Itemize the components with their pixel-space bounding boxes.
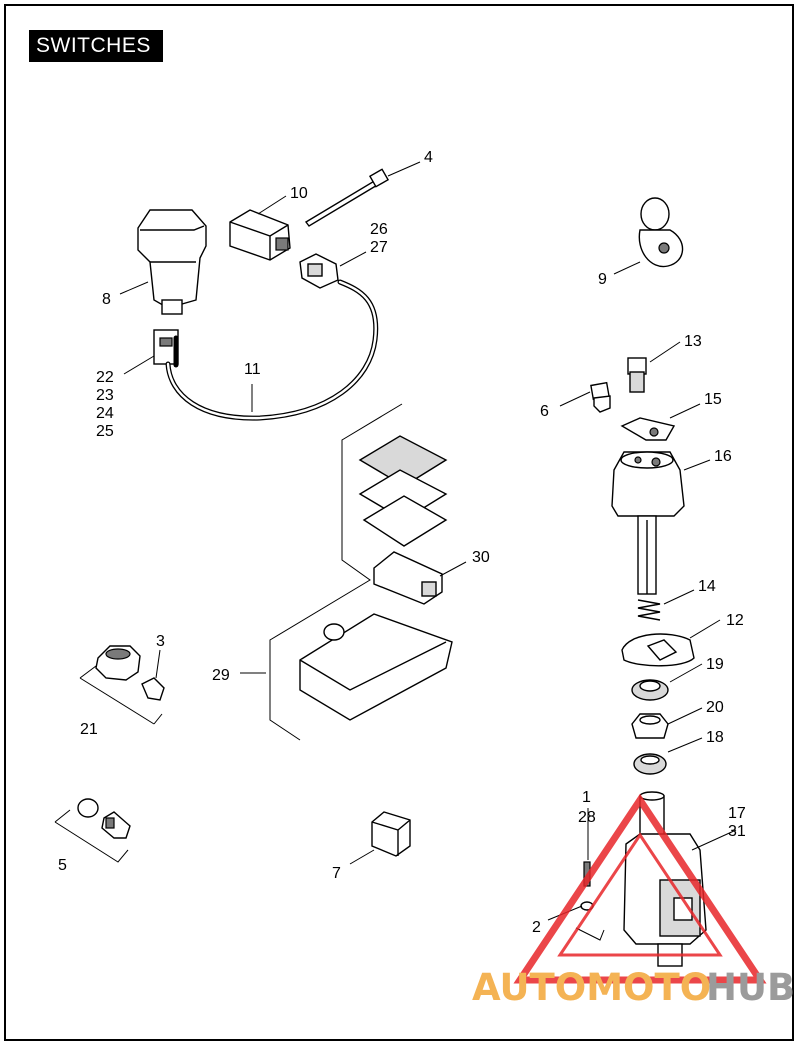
callout-11: 11 — [244, 361, 261, 378]
callout-6: 6 — [540, 403, 549, 420]
page-title: SWITCHES — [29, 30, 163, 62]
part-15-plate — [620, 417, 676, 441]
callout-9: 9 — [598, 271, 607, 288]
callout-23: 23 — [96, 387, 114, 404]
callout-18: 18 — [706, 729, 724, 746]
leader-lines — [119, 161, 737, 921]
part-8-switch-housing — [137, 209, 207, 315]
callouts: 4 10 26 27 8 9 11 22 23 24 25 13 6 15 16… — [58, 149, 746, 936]
part-7-relay — [371, 811, 411, 857]
part-5-switch — [77, 798, 131, 839]
part-14-spring — [637, 599, 661, 621]
part-20-collar — [631, 713, 669, 739]
part-4-cable-tie — [304, 168, 390, 227]
part-29-module-case — [299, 435, 453, 721]
watermark-text-part2: HUB — [706, 966, 795, 1009]
part-11-wire-harness — [165, 279, 379, 421]
part-18-ring — [633, 753, 667, 775]
watermark: AUTOMOTO HUB — [472, 793, 795, 1009]
callout-27: 27 — [370, 239, 388, 256]
callout-17: 17 — [728, 805, 746, 822]
part-16-knob — [611, 451, 685, 595]
callout-1: 1 — [582, 789, 591, 806]
part-21-switch — [95, 645, 141, 681]
callout-4: 4 — [424, 149, 433, 166]
callout-12: 12 — [726, 612, 744, 629]
group-brackets — [54, 403, 605, 941]
callout-2: 2 — [532, 919, 541, 936]
callout-19: 19 — [706, 656, 724, 673]
callout-21: 21 — [80, 721, 98, 738]
callout-26: 26 — [370, 221, 388, 238]
callout-14: 14 — [698, 578, 716, 595]
callout-24: 24 — [96, 405, 114, 422]
part-19-ring — [631, 679, 669, 701]
watermark-text-part1: AUTOMOTO — [472, 966, 711, 1009]
part-3-cap — [141, 677, 165, 701]
callout-28: 28 — [578, 809, 596, 826]
page-frame — [4, 4, 794, 1041]
part-10-module — [229, 209, 291, 261]
part-13-key — [627, 357, 647, 393]
callout-16: 16 — [714, 448, 732, 465]
part-17-switch-body — [623, 791, 707, 967]
callout-8: 8 — [102, 291, 111, 308]
callout-13: 13 — [684, 333, 702, 350]
callout-15: 15 — [704, 391, 722, 408]
part-6-key — [590, 381, 611, 413]
part-12-retainer-plate — [621, 633, 695, 667]
callout-22: 22 — [96, 369, 114, 386]
watermark-logo-icon — [513, 793, 767, 984]
callout-3: 3 — [156, 633, 165, 650]
part-26-plug — [299, 253, 339, 289]
callout-7: 7 — [332, 865, 341, 882]
callout-30: 30 — [472, 549, 490, 566]
callout-10: 10 — [290, 185, 308, 202]
callout-31: 31 — [728, 823, 746, 840]
callout-20: 20 — [706, 699, 724, 716]
callout-25: 25 — [96, 423, 114, 440]
callout-5: 5 — [58, 857, 67, 874]
part-9-key-tag — [638, 197, 684, 268]
callout-29: 29 — [212, 667, 230, 684]
